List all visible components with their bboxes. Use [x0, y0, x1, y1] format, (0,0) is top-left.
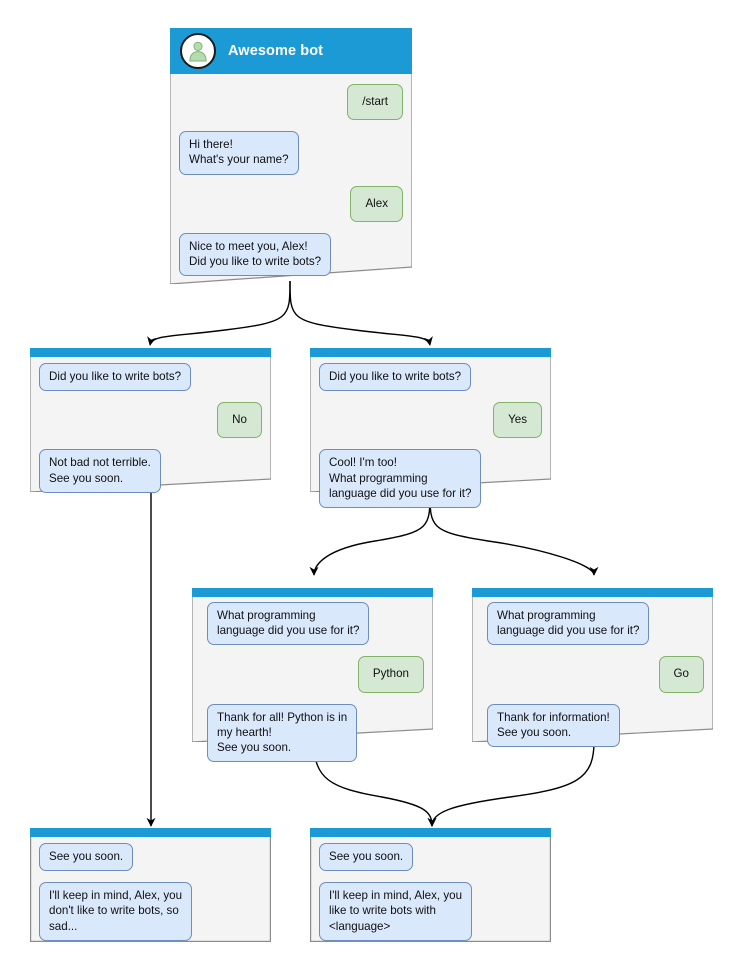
- node-python-branch[interactable]: What programming language did you use fo…: [192, 588, 433, 763]
- node-header-bar: [472, 588, 713, 597]
- node-header-bar: [310, 828, 551, 837]
- node-header-bar: [310, 348, 551, 357]
- user-message-bubble[interactable]: No: [217, 402, 262, 439]
- message-row: I'll keep in mind, Alex, you don't like …: [39, 882, 262, 941]
- root-node-header: Awesome bot: [170, 28, 412, 74]
- message-row: What programming language did you use fo…: [207, 602, 424, 646]
- message-row: No: [39, 402, 262, 439]
- bot-message-bubble: Nice to meet you, Alex! Did you like to …: [179, 232, 332, 277]
- message-row: Go: [487, 656, 704, 693]
- bot-message-bubble: Cool! I'm too! What programming language…: [319, 449, 482, 509]
- user-message-bubble[interactable]: /start: [347, 84, 403, 121]
- message-row: Cool! I'm too! What programming language…: [319, 449, 542, 509]
- bot-message-bubble: See you soon.: [39, 843, 134, 872]
- root-chat-log: /start Hi there! What's your name? Alex …: [170, 74, 412, 277]
- node-chat-log: See you soon. I'll keep in mind, Alex, y…: [310, 837, 551, 941]
- bot-message-bubble: I'll keep in mind, Alex, you like to wri…: [319, 882, 473, 941]
- node-header-bar: [192, 588, 433, 597]
- user-message-bubble[interactable]: Yes: [493, 402, 542, 439]
- node-yes-branch[interactable]: Did you like to write bots? Yes Cool! I'…: [310, 348, 551, 509]
- bot-message-bubble: What programming language did you use fo…: [487, 602, 650, 646]
- message-row: I'll keep in mind, Alex, you like to wri…: [319, 882, 542, 941]
- bot-message-bubble: Thank for information! See you soon.: [487, 703, 620, 748]
- message-row: Yes: [319, 402, 542, 439]
- user-message-bubble[interactable]: Alex: [350, 185, 403, 222]
- message-row: What programming language did you use fo…: [487, 602, 704, 646]
- edge-go-to-end-happy: [427, 741, 595, 827]
- bot-message-bubble: What programming language did you use fo…: [207, 602, 370, 646]
- message-row: Nice to meet you, Alex! Did you like to …: [179, 232, 403, 277]
- person-avatar-icon: [180, 33, 216, 69]
- root-node-title: Awesome bot: [228, 43, 324, 59]
- node-header-bar: [30, 348, 271, 357]
- user-message-bubble[interactable]: Python: [357, 656, 424, 693]
- bot-message-bubble: I'll keep in mind, Alex, you don't like …: [39, 882, 193, 941]
- bot-message-bubble: Not bad not terrible. See you soon.: [39, 449, 161, 493]
- node-chat-log: What programming language did you use fo…: [472, 597, 713, 748]
- node-header-bar: [30, 828, 271, 837]
- edge-root-to-no: [147, 280, 291, 346]
- bot-message-bubble: Thank for all! Python is in my hearth! S…: [207, 703, 358, 763]
- message-row: /start: [179, 84, 403, 121]
- bot-message-bubble: Hi there! What's your name?: [179, 131, 299, 175]
- node-go-branch[interactable]: What programming language did you use fo…: [472, 588, 713, 748]
- node-chat-log: See you soon. I'll keep in mind, Alex, y…: [30, 837, 271, 941]
- node-end-happy[interactable]: See you soon. I'll keep in mind, Alex, y…: [310, 828, 551, 942]
- message-row: Did you like to write bots?: [39, 363, 262, 392]
- node-chat-log: What programming language did you use fo…: [192, 597, 433, 763]
- bot-message-bubble: See you soon.: [319, 843, 414, 872]
- message-row: Hi there! What's your name?: [179, 131, 403, 175]
- message-row: See you soon.: [39, 843, 262, 872]
- bot-message-bubble: Did you like to write bots?: [39, 363, 192, 392]
- bot-message-bubble: Did you like to write bots?: [319, 363, 472, 392]
- node-end-sad[interactable]: See you soon. I'll keep in mind, Alex, y…: [30, 828, 271, 942]
- node-root-awesome-bot[interactable]: Awesome bot /start Hi there! What's your…: [170, 28, 412, 284]
- message-row: Thank for all! Python is in my hearth! S…: [207, 703, 424, 763]
- message-row: Alex: [179, 185, 403, 222]
- node-no-branch[interactable]: Did you like to write bots? No Not bad n…: [30, 348, 271, 493]
- message-row: Python: [207, 656, 424, 693]
- user-message-bubble[interactable]: Go: [658, 656, 704, 693]
- message-row: Thank for information! See you soon.: [487, 703, 704, 748]
- node-chat-log: Did you like to write bots? No Not bad n…: [30, 357, 271, 493]
- message-row: Not bad not terrible. See you soon.: [39, 449, 262, 493]
- message-row: See you soon.: [319, 843, 542, 872]
- node-chat-log: Did you like to write bots? Yes Cool! I'…: [310, 357, 551, 509]
- message-row: Did you like to write bots?: [319, 363, 542, 392]
- edge-root-to-yes: [289, 280, 433, 346]
